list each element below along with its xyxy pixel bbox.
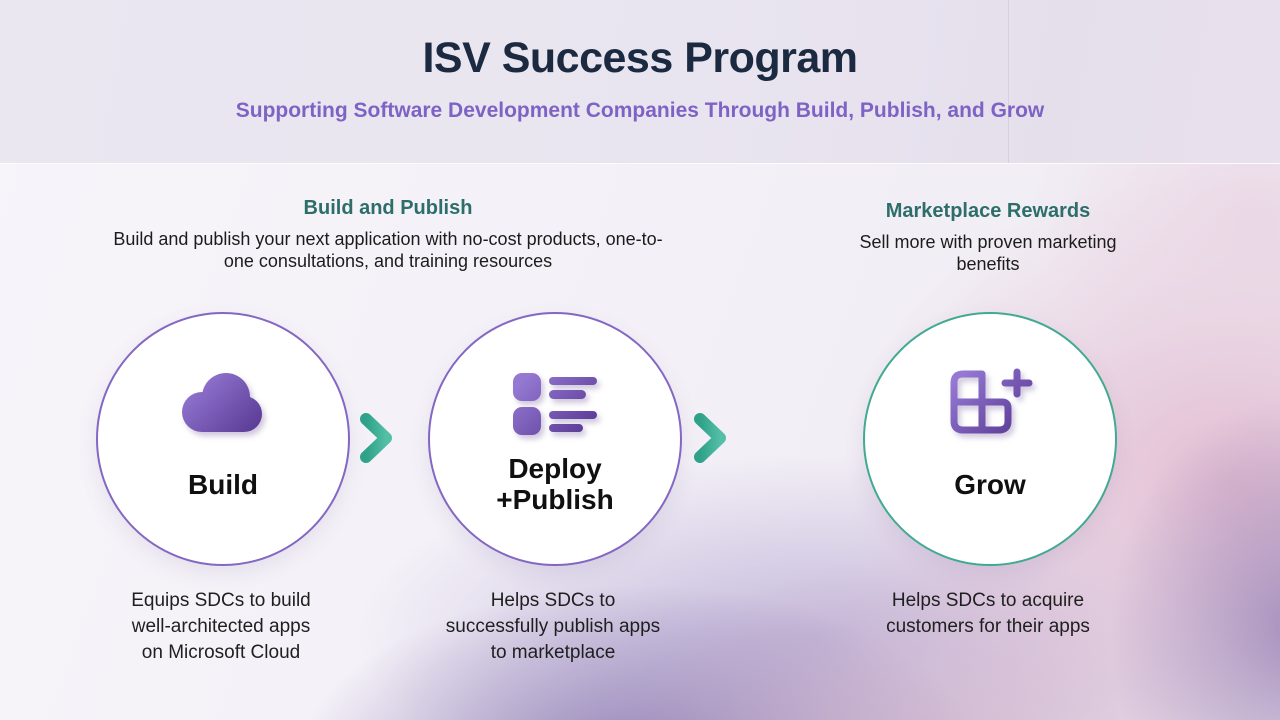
arrow-right-icon [343, 412, 399, 464]
step-circle-grow: Grow [863, 312, 1117, 566]
step-label-grow: Grow [865, 446, 1115, 522]
description-line: benefits [956, 254, 1020, 274]
step-caption-grow: Helps SDCs to acquire customers for thei… [818, 588, 1158, 640]
header-band: ISV Success Program Supporting Software … [0, 0, 1280, 164]
description-line: Sell more with proven marketing [859, 232, 1117, 252]
caption-line: successfully publish apps [445, 616, 661, 637]
apps-add-icon [947, 367, 1033, 442]
step-label-deploy-publish: Deploy +Publish [430, 446, 680, 522]
caption-line: well-architected apps [131, 616, 311, 637]
section-heading-build-publish: Build and Publish [303, 197, 473, 219]
arrow-right-icon [677, 412, 733, 464]
caption-line: Equips SDCs to build [131, 590, 311, 611]
description-line: Build and publish your next application … [113, 229, 663, 249]
page-subtitle: Supporting Software Development Companie… [235, 99, 1045, 122]
page-title: ISV Success Program [422, 34, 858, 82]
step-label-build: Build [98, 446, 348, 522]
bulleted-list-icon [511, 370, 599, 441]
step-caption-build: Equips SDCs to build well-architected ap… [61, 588, 381, 666]
step-caption-deploy-publish: Helps SDCs to successfully publish apps … [393, 588, 713, 666]
step-label-line: Grow [954, 468, 1026, 500]
caption-line: customers for their apps [886, 616, 1090, 637]
cloud-icon [179, 370, 267, 439]
caption-line: to marketplace [490, 642, 616, 663]
section-heading-marketplace-rewards: Marketplace Rewards [885, 200, 1091, 222]
caption-line: on Microsoft Cloud [141, 642, 301, 663]
header-seam-line [1008, 0, 1009, 163]
step-circle-build: Build [96, 312, 350, 566]
step-label-line: +Publish [496, 484, 614, 515]
section-description-marketplace-rewards: Sell more with proven marketing benefits [788, 231, 1188, 275]
caption-line: Helps SDCs to [490, 590, 616, 611]
step-circle-deploy-publish: Deploy +Publish [428, 312, 682, 566]
step-label-line: Deploy [508, 453, 602, 484]
section-description-build-publish: Build and publish your next application … [88, 228, 688, 272]
caption-line: Helps SDCs to acquire [891, 590, 1085, 611]
description-line: one consultations, and training resource… [223, 251, 553, 271]
step-label-line: Build [188, 468, 258, 500]
